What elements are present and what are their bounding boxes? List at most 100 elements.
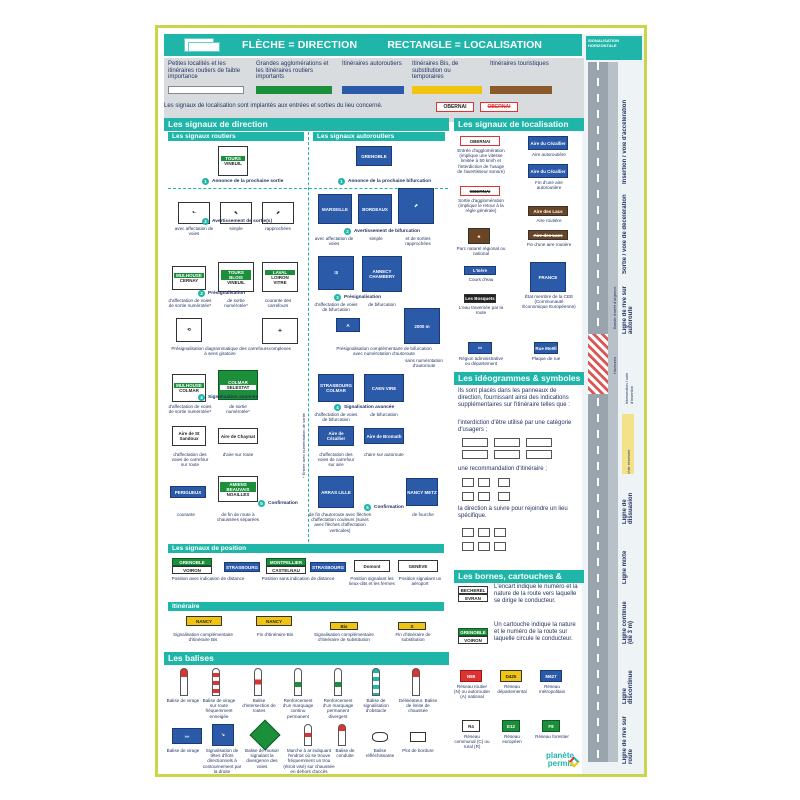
caption: Marche à aï indiquant l'endroit où se tr… — [283, 748, 335, 774]
caption: Sortie d'agglomération (implique le reto… — [458, 198, 504, 214]
header-bar: FLÈCHE = DIRECTION RECTANGLE = LOCALISAT… — [164, 34, 584, 56]
sign-text: COLMAR — [179, 388, 199, 393]
presignal-sign: MULHOUSE CERNAY — [172, 266, 206, 290]
subsection-routiers: Les signaux routiers — [168, 132, 304, 141]
legend-label-white: Petites localités et les itinéraires rou… — [168, 61, 241, 80]
caption: Aire routière — [536, 218, 562, 223]
caption: courante — [177, 512, 195, 517]
caption: d'affectation de voies de sortie numérot… — [168, 404, 212, 415]
direction-icon — [478, 528, 490, 537]
sign-text: TOURS BLOIS — [221, 269, 251, 280]
substitution-end-sign: S — [398, 622, 426, 630]
step-4-badge: 4 — [334, 404, 341, 411]
aire-motorway-end-sign: Aire du Cézallier — [528, 164, 568, 178]
caption: courante des carrefours — [264, 298, 292, 309]
step-3-label: Présignalisation — [208, 291, 246, 296]
balise-icon — [304, 724, 312, 746]
presignal-sign: TOURS BLOIS VINEUIL — [218, 262, 254, 292]
title-direction: FLÈCHE = DIRECTION — [242, 39, 358, 51]
sign-text: TOURS — [221, 156, 245, 161]
section-balises: Les balises — [164, 652, 449, 665]
step-5-label: Confirmation — [374, 505, 404, 510]
caption: Balise réfléchissante — [365, 748, 395, 759]
aire-road-end-sign: Aire des Lacs — [528, 230, 568, 240]
step-5-badge: 5 — [258, 500, 265, 507]
obernai-exit-sign: OBERNAI — [480, 102, 518, 112]
step-2-label: Avertissement de bifurcation — [354, 229, 420, 234]
caption: Position signalant un aéroport — [398, 576, 442, 587]
caption: Parc naturel régional ou national — [456, 246, 506, 257]
caption: Fin d'itinéraire Bis — [256, 632, 294, 637]
eu-country-sign: FRANCE — [530, 262, 566, 292]
obernai-exit-sign: OBERNAI — [460, 186, 500, 196]
end-motorway-sign: ARRAS LILLE — [318, 476, 354, 508]
step-4-label: Signalisation avancée — [208, 395, 259, 400]
legend-label-brown: Itinéraires touristiques — [490, 61, 549, 67]
presignal-motorway-sign: ANNECY CHAMBERY — [362, 256, 402, 292]
sign-text: CERNAY — [179, 278, 199, 283]
caption: L'eau traversée par la route — [458, 305, 504, 316]
caption: Plaque de rue — [531, 356, 561, 361]
island-head-icon: ↘ — [212, 724, 234, 746]
position-sign: CASTELNAU — [266, 566, 306, 574]
park-icon: ♣ — [468, 228, 490, 244]
legend-swatch-brown — [490, 86, 552, 94]
caption: d'affectation de voies de bifurcation — [314, 412, 358, 423]
caption: Balise de signalisation d'obstacle — [363, 698, 389, 714]
step-2-label: Avertissement de sortie(s) — [212, 219, 273, 224]
bornes-text-1: L'encart indique le numéro et la nature … — [494, 584, 578, 605]
sign-text: VITRE — [273, 279, 287, 285]
river-sign: L'Isère — [464, 266, 496, 275]
caption: Plot de bordure — [402, 748, 434, 753]
balise-icon — [372, 668, 380, 696]
strip-label-1: Sortie / voie de décélération — [622, 194, 628, 274]
encart-sign: BECHEREL — [458, 586, 488, 594]
caption: Entrée d'agglomération (implique une vit… — [457, 148, 505, 174]
substitution-sign: Bis — [330, 622, 358, 630]
water-sign: Les Bosquets — [464, 294, 496, 303]
fork-sign: NANCY METZ — [406, 478, 438, 506]
motorway-distance-sign: 2000 m — [404, 308, 440, 344]
caption: complexes — [269, 346, 291, 351]
position-sign: Domont — [354, 560, 390, 572]
divider — [308, 132, 309, 542]
strip-label-2: Bande d'arrêt d'urgence — [612, 286, 617, 329]
caption: Balise de virage sur route fréquemment e… — [202, 698, 236, 719]
motorway-sign: BORDEAUX — [358, 194, 392, 224]
legend-label-blue: Itinéraires autoroutiers — [342, 61, 402, 67]
strip-label-10: Ligne discontinue — [622, 670, 634, 704]
caption: Réseau métropolitain — [538, 684, 566, 695]
section-ideogrammes: Les idéogrammes & symboles — [454, 372, 584, 385]
step-5-badge: 5 — [364, 504, 371, 511]
obernai-entry-sign: OBERNAI — [460, 136, 500, 146]
metropolitan-route-sign: M627 — [540, 670, 562, 682]
step-2-badge: 2 — [202, 218, 209, 225]
recommendation-icon — [462, 492, 474, 501]
caption: de sortie numérotée* — [226, 404, 250, 415]
prohibition-icon — [526, 438, 552, 447]
vertical-note: * Entrée avec numérotation de sortie — [301, 413, 306, 478]
caption: Balise de virage — [166, 748, 200, 753]
bis-sign: NANCY — [186, 616, 222, 626]
caption: Présignalisation complémentaire de bifur… — [336, 346, 432, 357]
section-localisation: Les signaux de localisation — [454, 118, 584, 131]
recommendation-icon — [462, 478, 474, 487]
prohibition-icon — [526, 450, 552, 459]
aire-motorway-sign: Aire du Cézallier — [528, 136, 568, 150]
communal-route-sign: R4 — [462, 720, 480, 732]
step-2-badge: 2 — [344, 228, 351, 235]
caption: et de sorties rapprochées — [405, 236, 431, 247]
sign-text: SELESTAT — [220, 385, 256, 390]
section-direction: Les signaux de direction — [164, 118, 449, 131]
arrow-rectangle-icon — [184, 38, 234, 52]
strip-label-5: Intersection / voie d'insertion — [624, 372, 634, 404]
step-5-label: Confirmation — [268, 501, 298, 506]
departmental-route-sign: D425 — [500, 670, 522, 682]
aire-motorway-sign: Aire de Cézallier — [318, 426, 354, 446]
ideogrammes-bullet-1: l'interdiction d'être utilisé par une ca… — [458, 420, 572, 434]
european-route-sign: E12 — [502, 720, 520, 732]
caption: avec affectation de voies — [174, 226, 214, 237]
caption: Réseau départemental — [497, 684, 527, 695]
roundabout-sign: ⟲ — [176, 318, 202, 342]
caption: Signalisation de têtes d'îlots direction… — [202, 748, 242, 774]
